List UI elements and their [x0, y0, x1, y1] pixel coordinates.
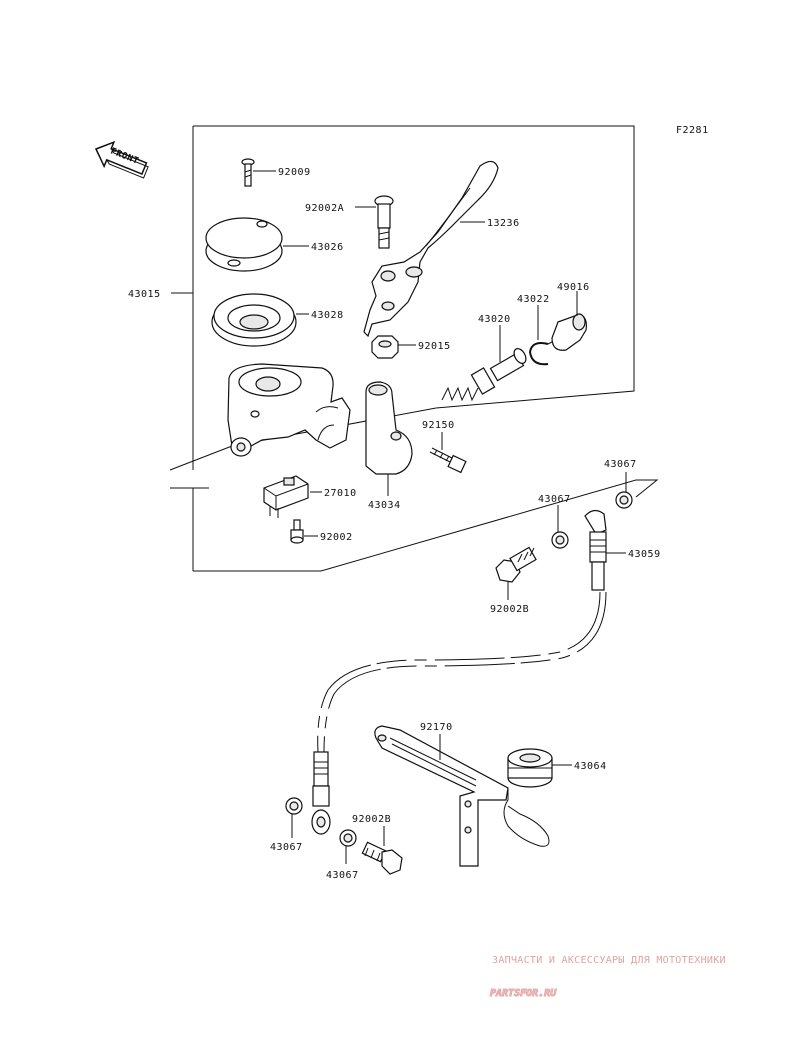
- label-43022: 43022: [517, 294, 550, 305]
- label-43067-a: 43067: [604, 459, 637, 470]
- banjo-bolt-92002B-a-icon: [495, 546, 537, 583]
- label-92002A: 92002A: [305, 203, 344, 214]
- label-92015: 92015: [418, 341, 451, 352]
- label-27010: 27010: [324, 488, 357, 499]
- washer-43067-a-icon: [615, 491, 633, 509]
- brake-hose: [317, 591, 607, 753]
- label-43067-b: 43067: [538, 494, 571, 505]
- label-43067-c: 43067: [270, 842, 303, 853]
- front-arrow-icon: [94, 140, 149, 179]
- assembly-label: 43015: [128, 289, 161, 300]
- label-49016: 49016: [557, 282, 590, 293]
- label-92170: 92170: [420, 722, 453, 733]
- label-13236: 13236: [487, 218, 520, 229]
- label-92002B-b: 92002B: [352, 814, 391, 825]
- reservoir-cap-43026-icon: [205, 217, 283, 272]
- assembly-outline: [169, 125, 659, 572]
- label-92002B-a: 92002B: [490, 604, 529, 615]
- label-92009: 92009: [278, 167, 311, 178]
- label-92002: 92002: [320, 532, 353, 543]
- label-43064: 43064: [574, 761, 607, 772]
- pivot-bolt-92002A-icon: [374, 195, 394, 249]
- brake-switch-27010-icon: [263, 475, 309, 518]
- clamp-43034-icon: [365, 381, 413, 475]
- brake-lever-13236-icon: [363, 160, 499, 338]
- master-cylinder-body-icon: [227, 363, 351, 457]
- watermark-brand: PARTSFOR.RU: [490, 988, 557, 999]
- washer-43067-c-icon: [285, 797, 303, 815]
- screw-92009-icon: [241, 158, 255, 187]
- label-92150: 92150: [422, 420, 455, 431]
- label-43026: 43026: [311, 242, 344, 253]
- label-43028: 43028: [311, 310, 344, 321]
- banjo-bolt-92002B-b-icon: [361, 841, 403, 875]
- label-43059: 43059: [628, 549, 661, 560]
- washer-43067-d-icon: [339, 829, 357, 847]
- piston-assembly-43020-icon: [441, 348, 527, 402]
- bolt-92150-icon: [429, 447, 467, 474]
- circlip-43022-icon: [528, 341, 553, 366]
- bracket-92170-icon: [374, 725, 550, 867]
- watermark-tagline: ЗАПЧАСТИ И АКСЕССУАРЫ ДЛЯ МОТОТЕХНИКИ: [492, 955, 726, 966]
- nut-92015-icon: [371, 335, 399, 359]
- washer-43067-b-icon: [551, 531, 569, 549]
- label-43020: 43020: [478, 314, 511, 325]
- dust-boot-49016-icon: [551, 313, 587, 351]
- lower-hose-fitting-icon: [311, 751, 331, 835]
- diaphragm-43028-icon: [211, 293, 297, 347]
- hose-fitting-43059-icon: [584, 509, 607, 591]
- figure-code: F2281: [676, 125, 709, 136]
- label-43067-d: 43067: [326, 870, 359, 881]
- label-43034: 43034: [368, 500, 401, 511]
- screw-92002-icon: [290, 519, 304, 544]
- grommet-43064-icon: [507, 748, 553, 788]
